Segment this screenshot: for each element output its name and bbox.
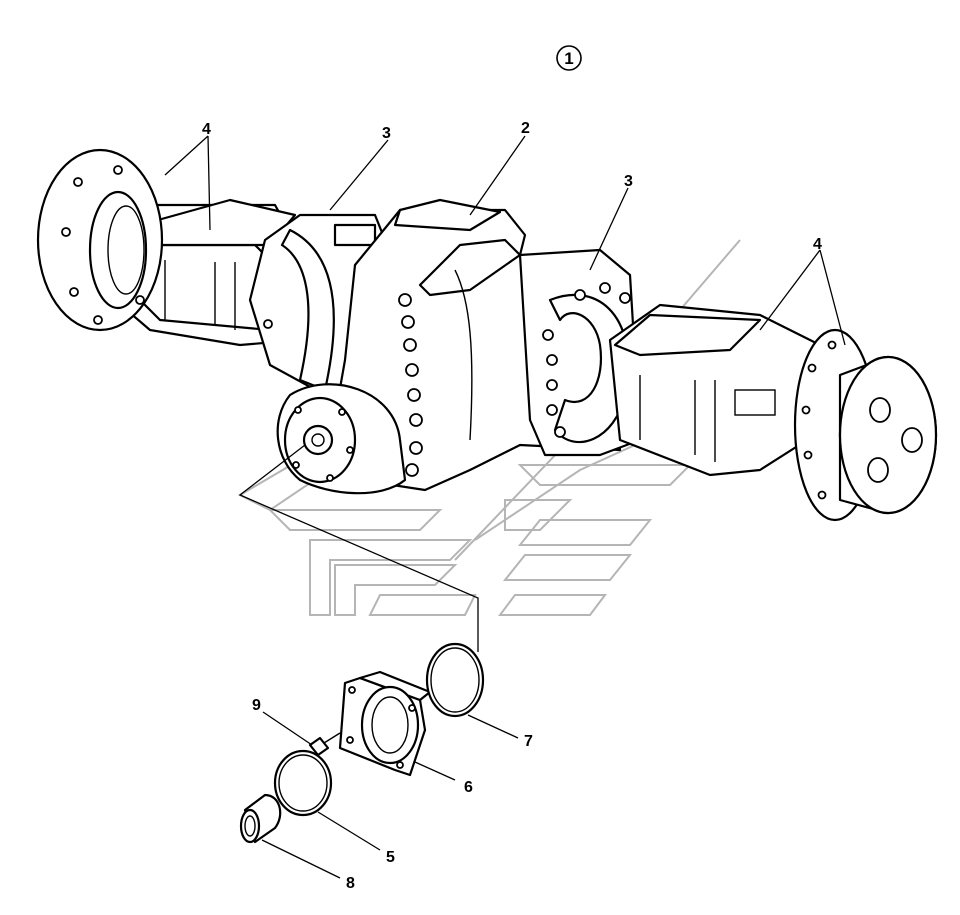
cover-flange-part-6 [338, 670, 432, 777]
bolt-part-9 [308, 732, 341, 757]
leader-lines [164, 135, 846, 879]
pinion-input-housing [276, 383, 407, 495]
right-axle-arm [608, 303, 822, 477]
callout-4-right: 4 [813, 236, 822, 253]
callout-3-right: 3 [624, 173, 633, 190]
right-brake-housing [518, 248, 642, 457]
callout-9: 9 [252, 697, 261, 714]
callout-4-left: 4 [202, 121, 211, 138]
callout-labels: 4 3 2 3 4 9 7 6 5 8 [202, 120, 822, 892]
callout-5: 5 [386, 849, 395, 866]
figure-number-marker: 1 [556, 45, 582, 71]
o-ring-part-5 [273, 749, 333, 817]
bushing-part-8 [239, 793, 282, 844]
o-ring-part-7 [425, 642, 485, 718]
callout-2: 2 [521, 120, 530, 137]
callout-8: 8 [346, 875, 355, 892]
callout-3-left: 3 [382, 125, 391, 142]
left-hub-flange [36, 148, 164, 332]
callout-7: 7 [524, 733, 533, 750]
figure-number: 1 [564, 49, 573, 68]
right-hub [793, 328, 938, 522]
callout-6: 6 [464, 779, 473, 796]
